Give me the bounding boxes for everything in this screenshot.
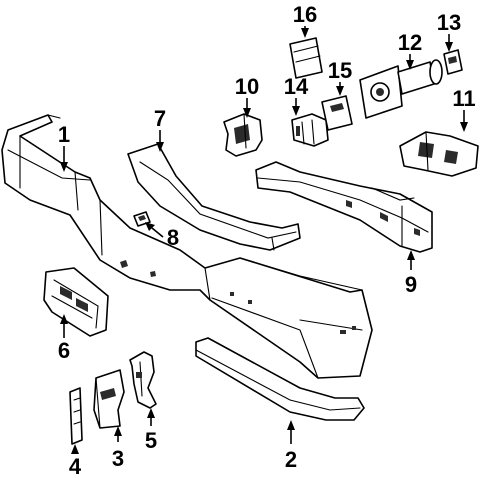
part-10-mount-bracket [223, 113, 263, 157]
callout-10: 10 [235, 74, 259, 99]
part-3-bracket [93, 369, 125, 429]
callout-1: 1 [58, 122, 70, 147]
callout-16: 16 [293, 2, 317, 27]
part-13-small-bracket [443, 49, 463, 75]
callout-11: 11 [452, 86, 475, 111]
callout-8: 8 [167, 225, 179, 250]
part-12-shock-absorber [359, 59, 443, 119]
callout-12: 12 [398, 30, 422, 55]
part-11-bracket [399, 131, 479, 177]
part-4-small-bracket [69, 387, 83, 445]
part-6-license-bracket [43, 267, 109, 337]
part-2-lower-strip [195, 337, 365, 421]
callout-2: 2 [285, 447, 297, 472]
callout-3: 3 [112, 446, 124, 471]
callout-7: 7 [154, 106, 166, 131]
part-15-plate [321, 95, 353, 131]
part-7-reinforcement [127, 143, 301, 251]
callout-5: 5 [145, 428, 157, 453]
callout-9: 9 [405, 272, 417, 297]
callout-13: 13 [437, 10, 461, 35]
part-14-bracket [291, 113, 329, 147]
part-5-bracket [129, 351, 157, 409]
part-1-bumper-face-bar [1, 114, 373, 379]
callout-4: 4 [69, 454, 82, 479]
callout-15: 15 [328, 58, 352, 83]
part-9-impact-bar [255, 161, 433, 253]
callout-14: 14 [284, 74, 309, 99]
leader-lines [60, 26, 468, 454]
part-16-pad [289, 37, 323, 79]
callout-6: 6 [58, 338, 70, 363]
